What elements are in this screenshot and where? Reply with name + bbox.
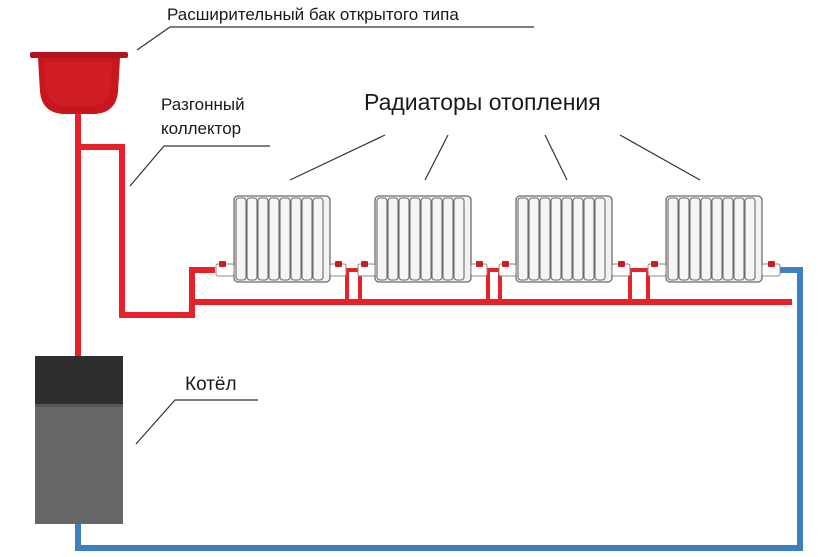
radiator-1 bbox=[215, 195, 347, 283]
booster-collector-label-line2: коллектор bbox=[161, 119, 241, 138]
return-pipe bbox=[75, 267, 803, 551]
radiator-4 bbox=[647, 195, 781, 283]
expansion-tank bbox=[30, 52, 128, 114]
supply-pipe bbox=[75, 112, 792, 356]
boiler bbox=[35, 356, 123, 524]
expansion-tank-label: Расширительный бак открытого типа bbox=[167, 5, 459, 24]
radiator-2 bbox=[357, 195, 488, 283]
boiler-label: Котёл bbox=[185, 374, 237, 395]
leader-lines bbox=[129, 26, 701, 445]
booster-collector-label-line1: Разгонный bbox=[161, 95, 245, 114]
radiators-label: Радиаторы отопления bbox=[364, 89, 601, 115]
radiator-3 bbox=[498, 195, 631, 283]
